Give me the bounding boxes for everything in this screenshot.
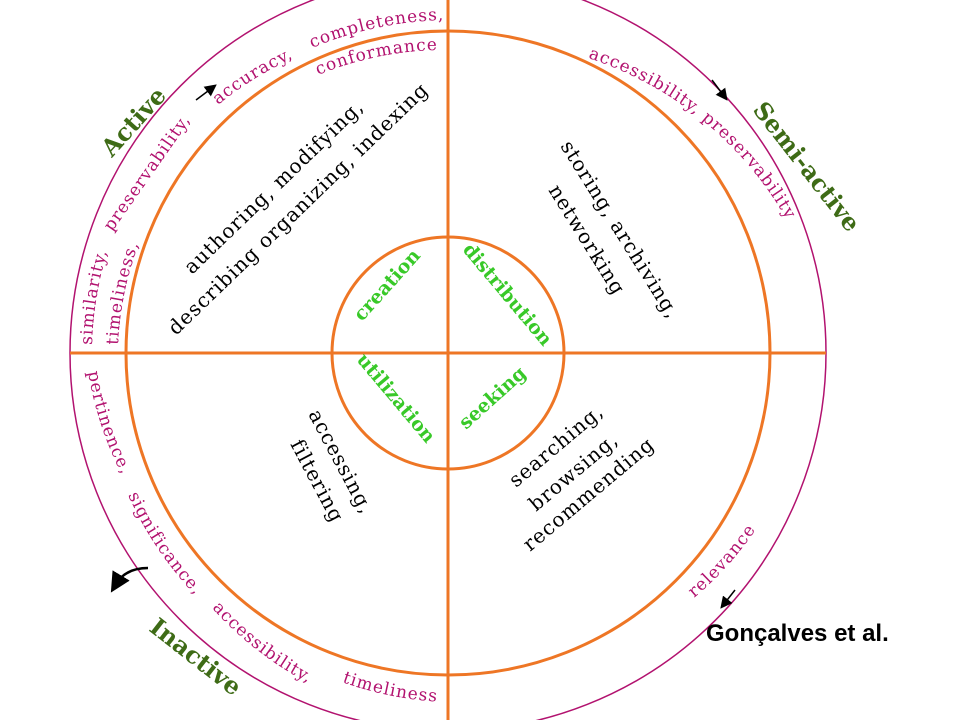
stage-creation: creation (349, 245, 425, 326)
arrow-active (195, 84, 217, 101)
arrow-inactive (110, 566, 149, 593)
activity-creation-line-2: describing organizing, indexing (163, 77, 433, 339)
arrow-semi-active (711, 79, 728, 101)
author-credit: Gonçalves et al. (706, 620, 889, 647)
stage-distribution: distribution (458, 239, 556, 350)
activity-creation-line-1: authoring, modifying, (179, 94, 369, 278)
stage-seeking: seeking (455, 362, 531, 433)
arrow-relevance (720, 589, 736, 609)
